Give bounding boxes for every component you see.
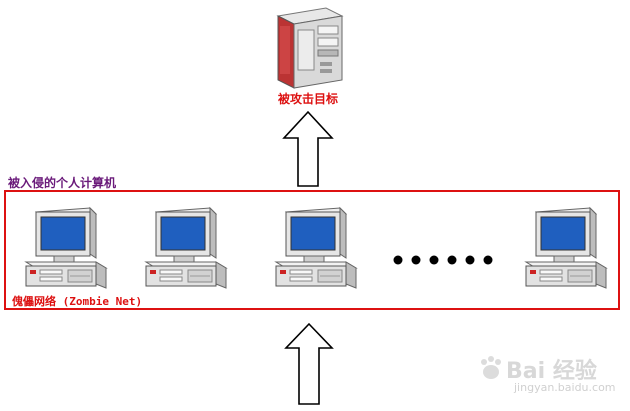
target-label: 被攻击目标	[277, 92, 338, 106]
computer-icon	[144, 206, 228, 290]
botnet-label: 傀儡网络 (Zombie Net)	[12, 295, 143, 308]
arrow-up-icon	[284, 322, 334, 405]
watermark: Bai 经验 jingyan.baidu.com	[470, 345, 620, 405]
arrow-up-icon	[282, 110, 334, 187]
compromised-group-frame	[4, 190, 620, 310]
ellipsis-dots	[393, 255, 493, 265]
watermark-url: jingyan.baidu.com	[514, 381, 616, 394]
computer-icon	[524, 206, 608, 290]
computer-icon	[274, 206, 358, 290]
server-icon	[276, 7, 344, 89]
baidu-paw-icon	[481, 356, 501, 379]
computer-icon	[24, 206, 108, 290]
watermark-text: Bai 经验	[506, 359, 597, 384]
compromised-group-label: 被入侵的个人计算机	[8, 176, 117, 190]
